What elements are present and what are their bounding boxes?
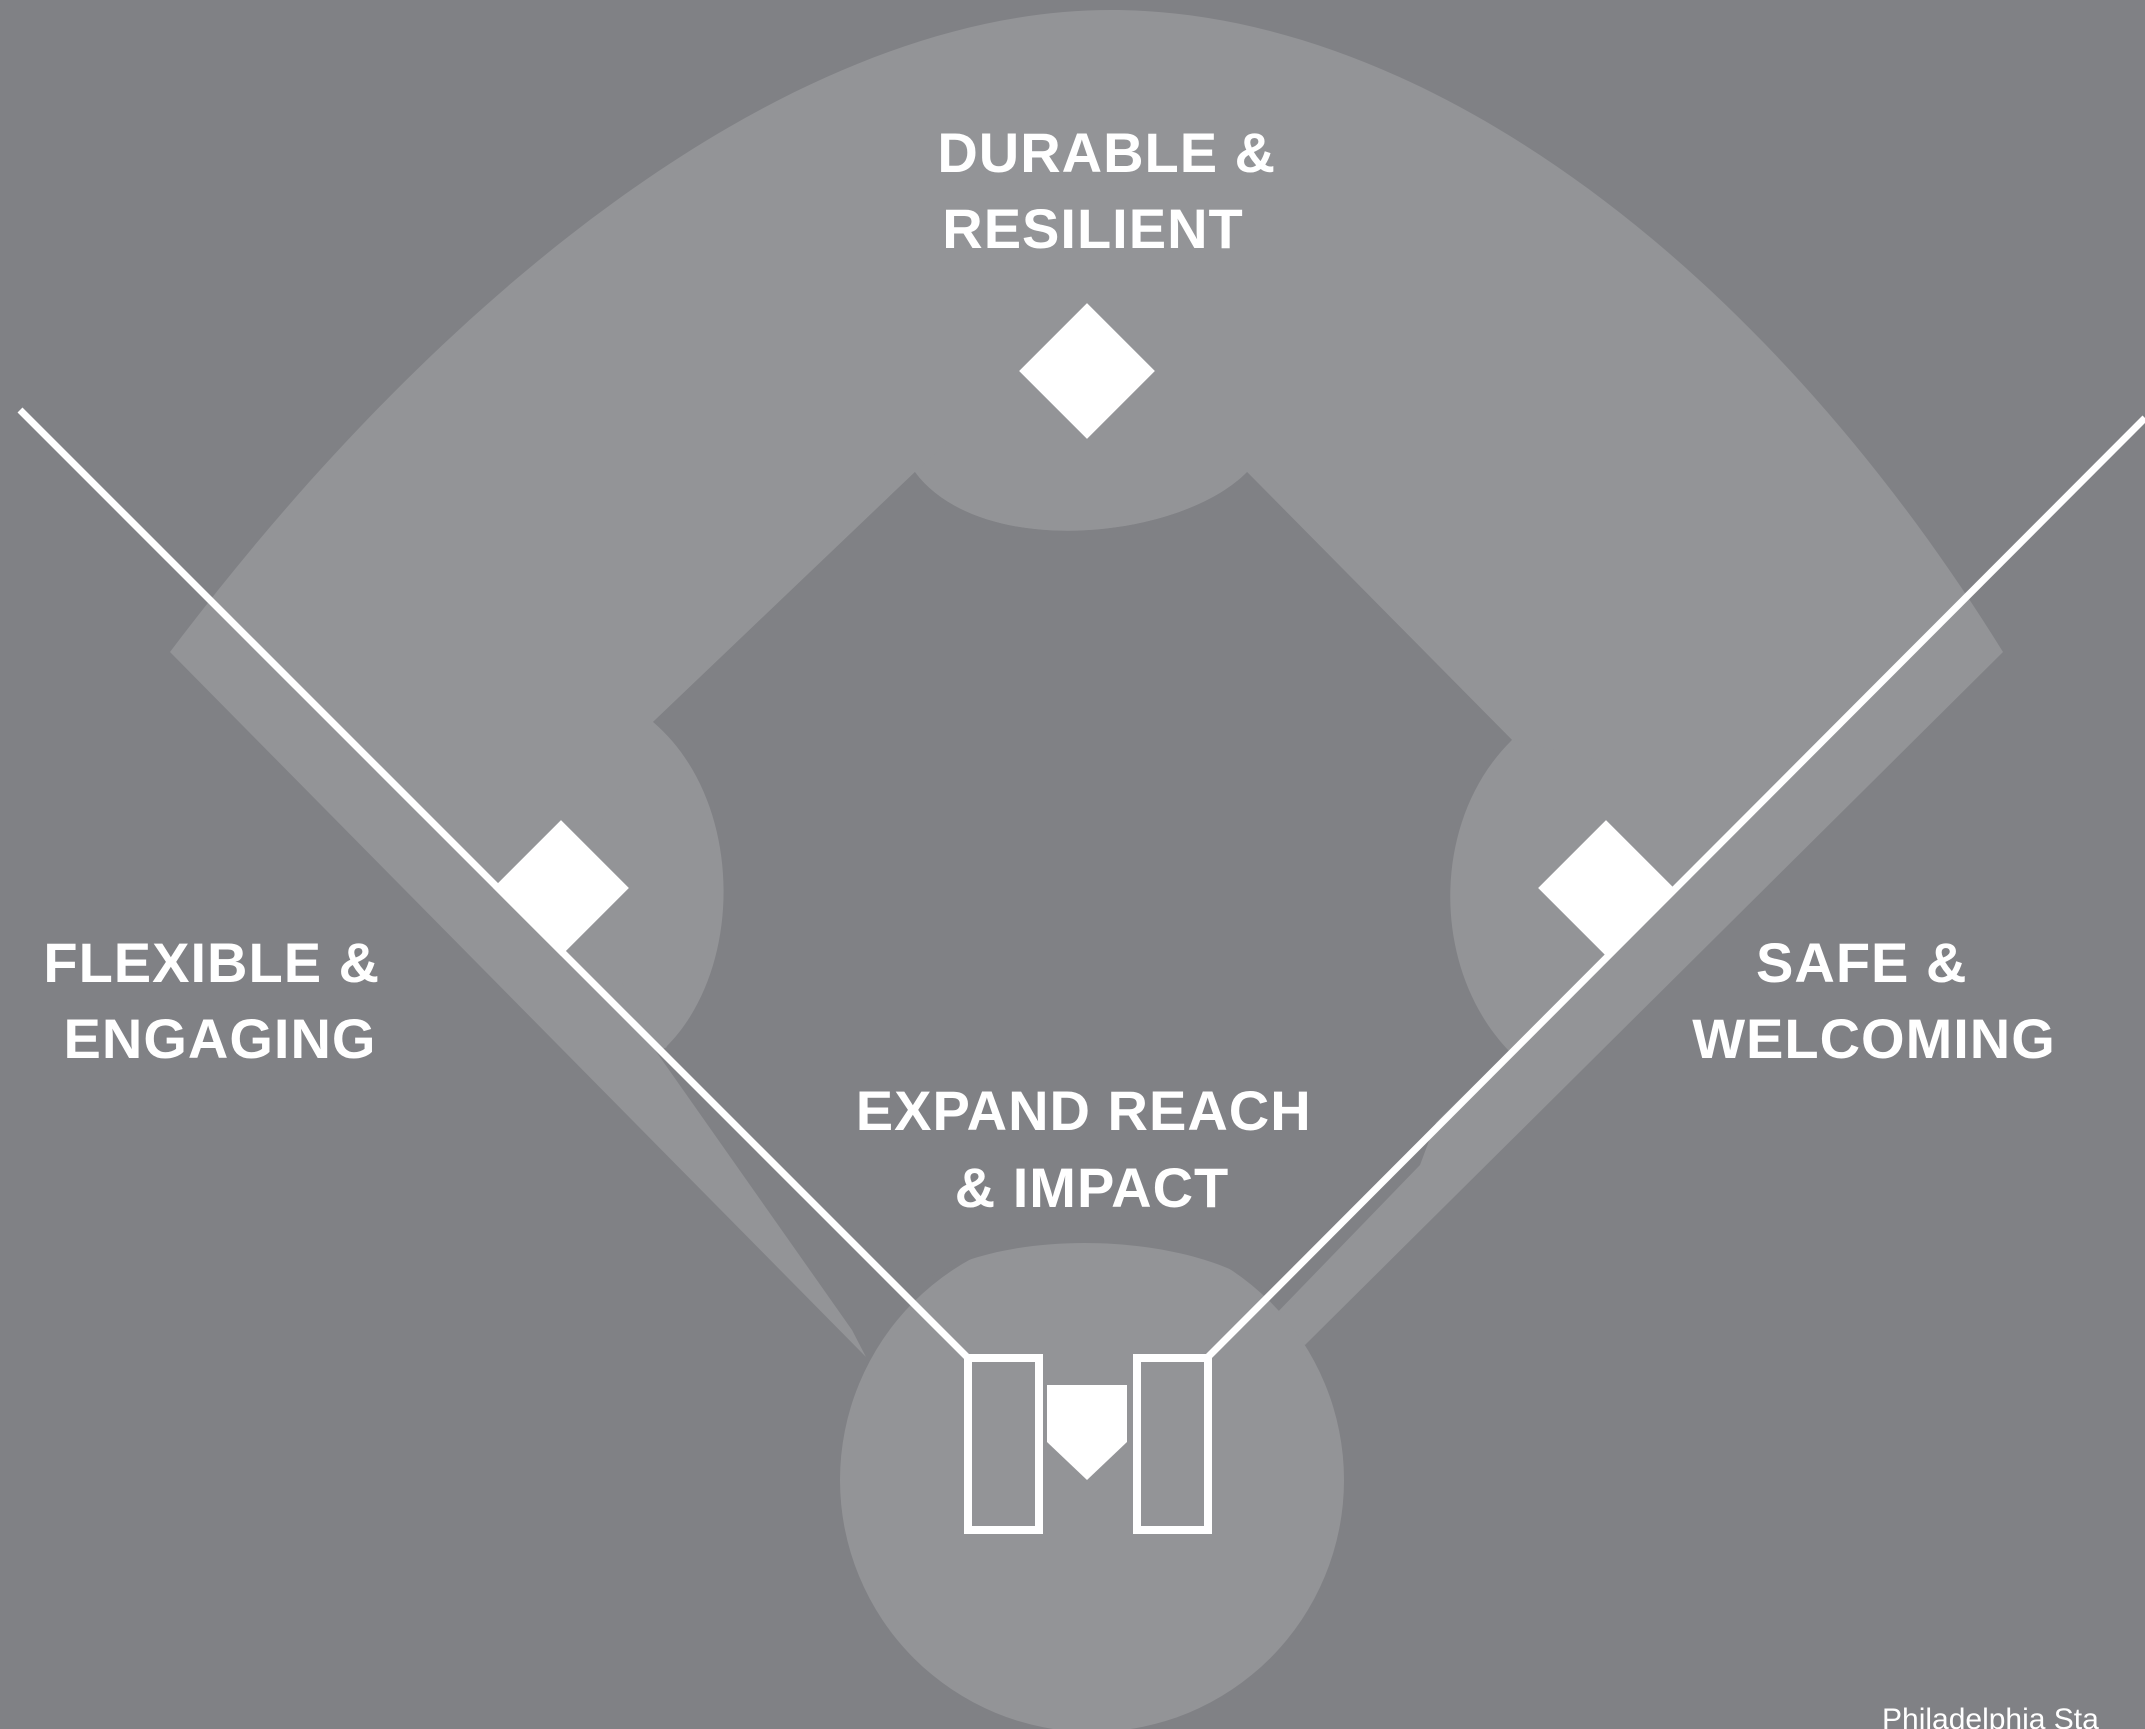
left-batters-box [964, 1354, 1043, 1534]
credit-text: Philadelphia Sta [1882, 1703, 2099, 1729]
label-flexible-engaging: FLEXIBLE & ENGAGING [43, 931, 396, 1070]
label-safe-welcoming: SAFE & WELCOMING [1692, 931, 2056, 1070]
second-base-dirt [915, 440, 1247, 531]
right-batters-box [1133, 1354, 1212, 1534]
label-durable-line1: DURABLE & [937, 121, 1276, 184]
label-expand-line1: EXPAND REACH [856, 1079, 1312, 1142]
third-base-dirt [1450, 740, 1610, 1052]
right-foul-line [1204, 415, 2145, 1361]
left-foul-line [17, 407, 971, 1361]
label-durable-resilient: DURABLE & RESILIENT [937, 121, 1292, 260]
label-safe-line2: WELCOMING [1692, 1007, 2056, 1070]
third-base [493, 820, 629, 956]
first-base-dirt [560, 722, 724, 1048]
home-plate [1047, 1385, 1127, 1480]
label-durable-line2: RESILIENT [942, 197, 1243, 260]
label-flexible-line1: FLEXIBLE & [43, 931, 380, 994]
first-base [1538, 820, 1674, 956]
label-expand-line2: & IMPACT [955, 1156, 1230, 1219]
label-expand-reach-impact: EXPAND REACH & IMPACT [856, 1079, 1328, 1219]
label-safe-line1: SAFE & [1756, 931, 1967, 994]
label-flexible-line2: ENGAGING [64, 1007, 377, 1070]
infield-grass [653, 472, 1512, 1290]
